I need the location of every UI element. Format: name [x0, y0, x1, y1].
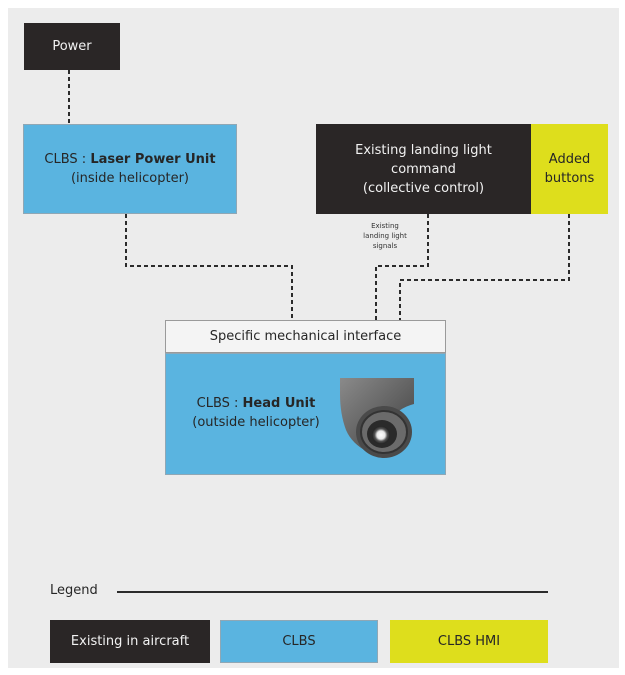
landing-light-line1: Existing landing light: [355, 142, 492, 158]
legend-item-existing: Existing in aircraft: [50, 620, 210, 663]
landing-light-line2: command: [391, 161, 456, 177]
power-box: Power: [24, 23, 120, 70]
laser-unit-title: CLBS : Laser Power Unit: [44, 150, 215, 169]
head-unit-prefix: CLBS :: [196, 396, 243, 411]
laser-power-unit-box: CLBS : Laser Power Unit (inside helicopt…: [23, 124, 237, 214]
laser-unit-name: Laser Power Unit: [90, 152, 216, 167]
landing-light-line3: (collective control): [362, 180, 485, 196]
legend-item-clbs: CLBS: [220, 620, 378, 663]
added-buttons-line2: buttons: [544, 171, 595, 186]
added-buttons-line1: Added: [548, 152, 591, 167]
laser-unit-prefix: CLBS :: [44, 152, 91, 167]
power-label: Power: [52, 39, 92, 54]
legend-item-clbs-hmi-label: CLBS HMI: [437, 634, 501, 649]
landing-light-command-box: Existing landing light command (collecti…: [316, 124, 531, 214]
signals-line1: Existing: [371, 222, 399, 230]
added-buttons-box: Added buttons: [531, 124, 608, 214]
laser-unit-location: (inside helicopter): [70, 171, 189, 186]
signals-label: Existing landing light signals: [352, 221, 418, 251]
head-unit-box: CLBS : Head Unit (outside helicopter): [165, 353, 446, 475]
head-unit-text: CLBS : Head Unit (outside helicopter): [176, 394, 336, 432]
legend-item-existing-label: Existing in aircraft: [70, 634, 190, 649]
connector-signals-to-head: [375, 214, 429, 320]
head-unit-title: CLBS : Head Unit: [176, 394, 336, 413]
connector-buttons-to-head: [399, 214, 570, 320]
head-unit-camera-image: [340, 378, 414, 458]
mechanical-interface-box: Specific mechanical interface: [165, 320, 446, 353]
mechanical-interface-label: Specific mechanical interface: [209, 329, 402, 344]
head-unit-location: (outside helicopter): [192, 415, 320, 430]
connector-laser-to-head: [125, 214, 293, 320]
signals-line2: landing light: [363, 232, 407, 240]
legend-item-clbs-label: CLBS: [282, 634, 316, 649]
signals-line3: signals: [372, 242, 398, 250]
legend-item-clbs-hmi: CLBS HMI: [390, 620, 548, 663]
head-unit-name: Head Unit: [242, 396, 316, 411]
legend-title: Legend: [50, 583, 98, 598]
